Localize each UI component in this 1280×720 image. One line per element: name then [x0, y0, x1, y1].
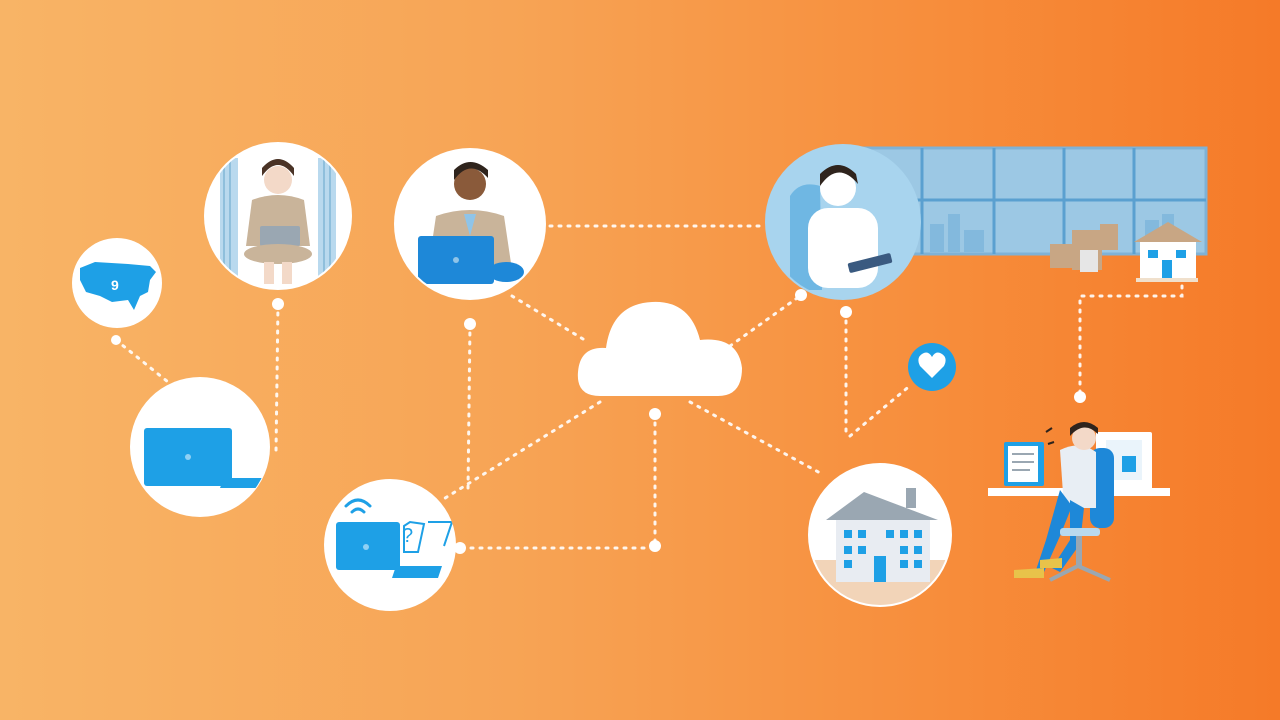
- heart-node: [908, 343, 956, 391]
- svg-text:9: 9: [111, 277, 119, 293]
- dot: [649, 540, 661, 552]
- office-building-node: [808, 463, 952, 607]
- dot: [111, 335, 121, 345]
- dot: [649, 408, 661, 420]
- woman-laptop-avatar: [204, 142, 352, 290]
- connector-dots: [111, 289, 1086, 554]
- link-map-laptop: [114, 338, 170, 384]
- dot: [795, 289, 807, 301]
- link-cloud-worker: [728, 294, 802, 348]
- link-man-cloud: [510, 294, 590, 344]
- stacked-boxes: [1050, 224, 1118, 272]
- wifi-icon: [344, 498, 372, 514]
- connection-lines: [114, 224, 1184, 550]
- dot: [840, 306, 852, 318]
- dot: [272, 298, 284, 310]
- link-heart: [848, 382, 914, 438]
- us-map-node: 9: [72, 238, 162, 328]
- us-map-icon: [80, 262, 156, 310]
- link-man-down: [466, 322, 472, 492]
- desk-worker-illustration: [988, 422, 1170, 582]
- link-home-desk: [1078, 284, 1184, 394]
- laptop-node: [130, 377, 270, 517]
- cloud-icon: [577, 301, 742, 396]
- link-cloud-wifi: [440, 400, 602, 502]
- dot: [464, 318, 476, 330]
- remote-worker-avatar: [765, 144, 921, 300]
- heart-icon: [918, 352, 946, 378]
- home-icon: [1134, 222, 1202, 282]
- man-laptop-avatar: [394, 148, 546, 300]
- link-woman-laptop: [274, 302, 280, 454]
- link-cloud-building: [688, 400, 824, 476]
- question-mark-icon: ?: [402, 525, 413, 547]
- dot: [454, 542, 466, 554]
- dot: [1074, 391, 1086, 403]
- wifi-laptop-node: ?: [324, 479, 456, 611]
